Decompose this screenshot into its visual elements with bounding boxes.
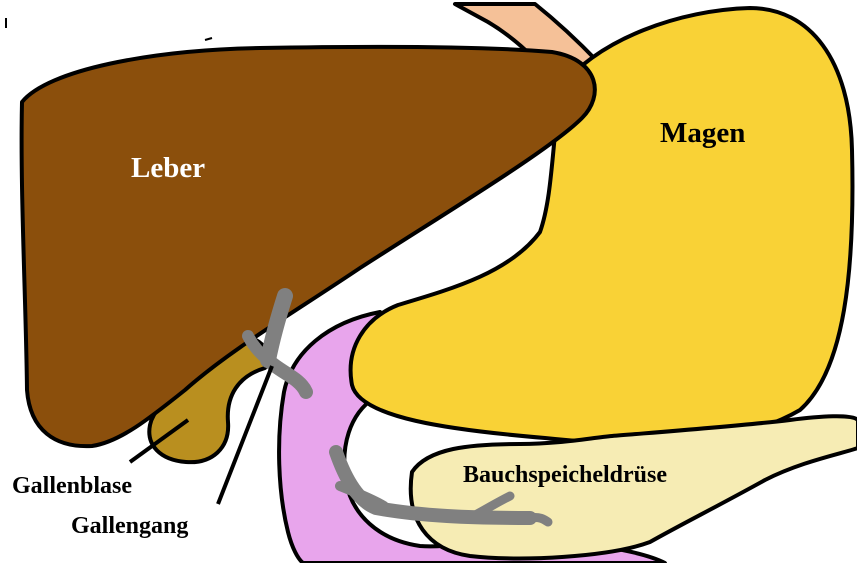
bile-duct-label: Gallengang xyxy=(71,513,188,539)
gallbladder-label: Gallenblase xyxy=(12,473,132,499)
stomach-label: Magen xyxy=(660,117,745,149)
liver-label: Leber xyxy=(131,152,205,184)
pancreas-label: Bauchspeicheldrüse xyxy=(463,462,667,488)
